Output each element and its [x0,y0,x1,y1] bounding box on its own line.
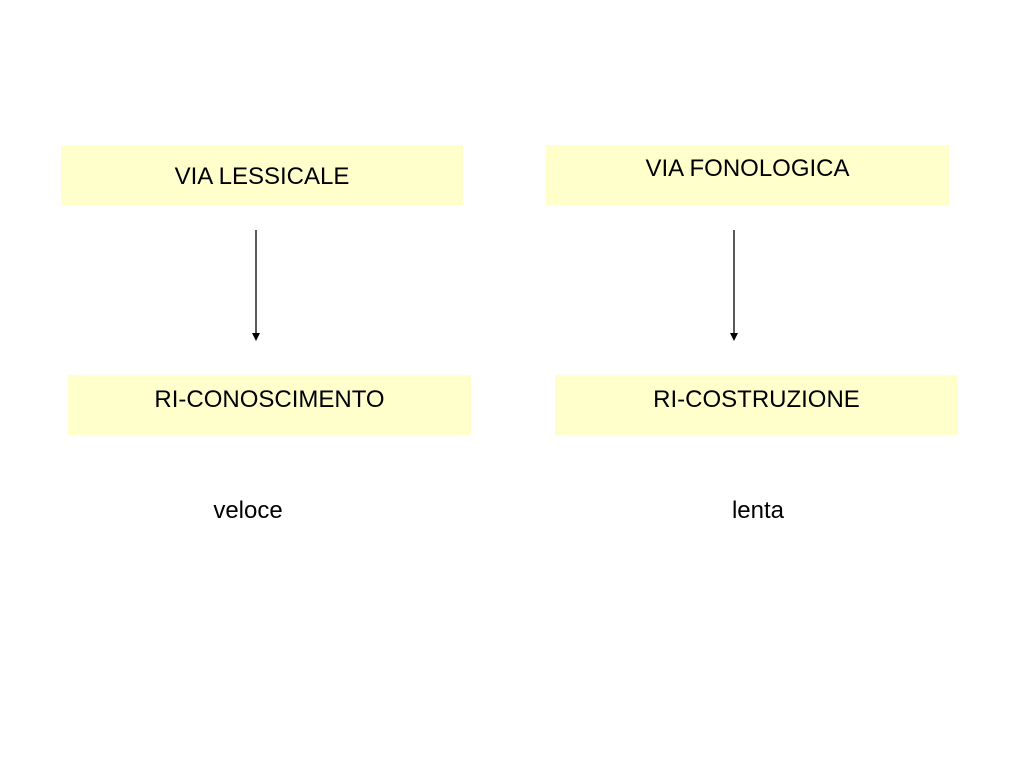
recognition-box: RI-CONOSCIMENTO [68,375,471,435]
lexical-route-label: VIA LESSICALE [174,163,350,190]
recognition-label: RI-CONOSCIMENTO [154,386,385,413]
left-arrow-head [252,333,260,341]
phonological-route-label: VIA FONOLOGICA [645,155,850,182]
phonological-route-box: VIA FONOLOGICA [546,145,949,205]
reconstruction-box: RI-COSTRUZIONE [555,375,958,435]
lexical-route-box: VIA LESSICALE [61,145,463,205]
slow-speed-label: lenta [731,497,785,524]
reconstruction-label: RI-COSTRUZIONE [653,386,860,413]
fast-speed-label: veloce [213,497,283,524]
right-arrow-head [730,333,738,341]
